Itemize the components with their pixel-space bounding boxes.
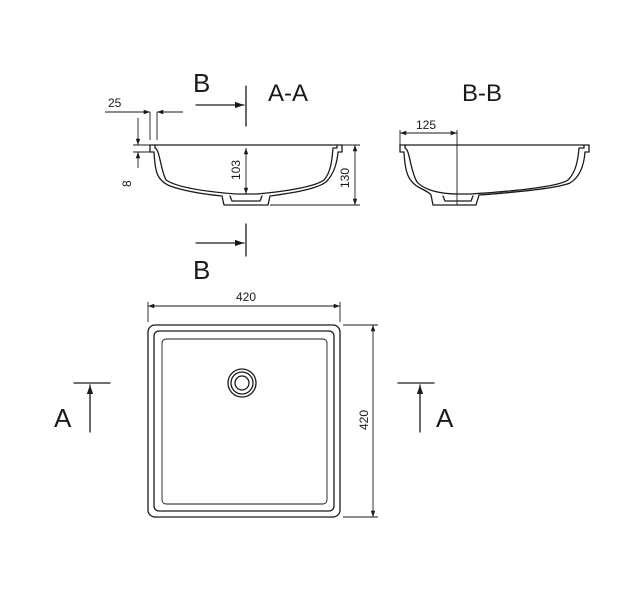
dim-plan-width-label: 420: [236, 290, 256, 304]
dim-plan-depth-label: 420: [357, 410, 371, 430]
section-aa-view: 25 8 103 130 A-A B B: [105, 68, 360, 285]
section-aa-drain: [229, 195, 263, 202]
dim-aa-103-label: 103: [229, 160, 243, 180]
section-aa-title: A-A: [268, 80, 308, 107]
section-aa-outer-profile: [149, 144, 343, 206]
plan-view: 420 420 A A: [54, 290, 454, 518]
cut-b-bottom-letter: B: [193, 255, 210, 285]
plan-bowl-bottom: [161, 338, 328, 505]
plan-drain-outer: [227, 368, 257, 398]
section-bb-view: 125 B-B: [399, 80, 590, 206]
cut-a-right-letter: A: [436, 403, 454, 433]
plan-drain-inner: [234, 375, 250, 391]
section-aa-inner-profile: [154, 144, 338, 195]
plan-outer-rim: [147, 324, 341, 518]
cut-a-left-letter: A: [54, 403, 72, 433]
cut-b-top-letter: B: [193, 68, 210, 98]
section-bb-inner-profile: [404, 144, 585, 195]
dim-bb-125-label: 125: [416, 118, 436, 132]
section-bb-title: B-B: [462, 80, 502, 107]
dim-aa-25-label: 25: [108, 96, 122, 110]
plan-drain-mid: [230, 371, 254, 395]
plan-inner-bowl: [153, 330, 335, 512]
dim-aa-8-label: 8: [120, 180, 134, 187]
section-bb-drain: [442, 195, 474, 202]
dim-aa-130-label: 130: [338, 168, 352, 188]
section-bb-outer-profile: [399, 144, 590, 206]
